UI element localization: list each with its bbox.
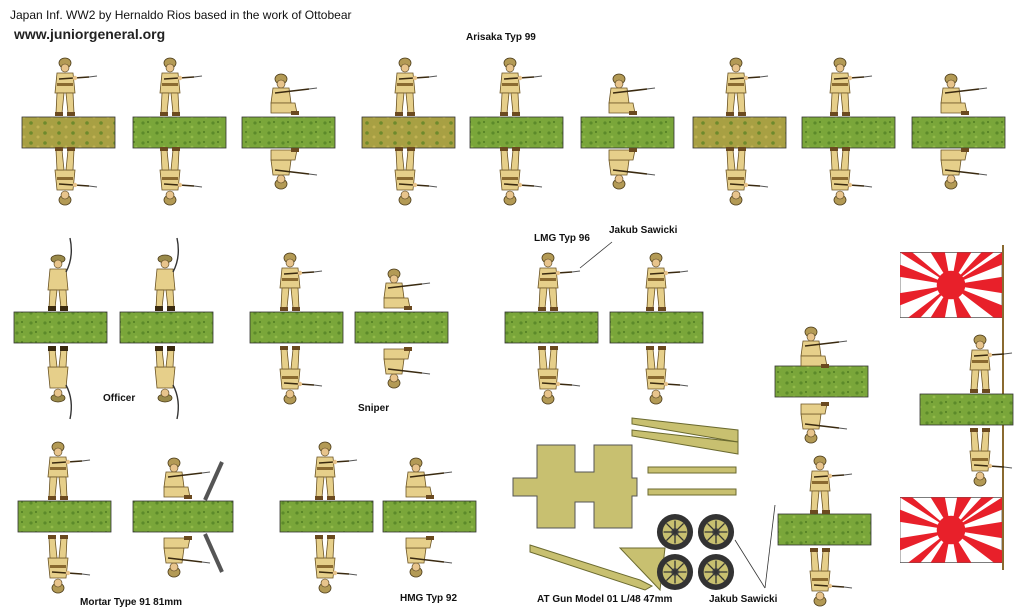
label-arisaka: Arisaka Typ 99 bbox=[466, 32, 536, 43]
label-sniper: Sniper bbox=[358, 403, 390, 414]
mortar-group bbox=[17, 441, 234, 594]
rising-sun-flag-bottom bbox=[900, 497, 1002, 563]
hmg-group bbox=[279, 441, 477, 594]
sheet-title: Japan Inf. WW2 by Hernaldo Rios based in… bbox=[10, 8, 352, 22]
arisaka-row bbox=[21, 57, 1006, 206]
site-url[interactable]: www.juniorgeneral.org bbox=[14, 26, 166, 42]
label-jakub-top: Jakub Sawicki bbox=[609, 225, 678, 236]
officer-group bbox=[13, 237, 214, 420]
label-lmg: LMG Typ 96 bbox=[534, 233, 590, 244]
flag-group bbox=[900, 245, 1014, 570]
label-jakub-bottom: Jakub Sawicki bbox=[709, 594, 778, 605]
label-officer: Officer bbox=[103, 393, 136, 404]
at-gun-group bbox=[512, 417, 776, 592]
label-at-gun: AT Gun Model 01 L/48 47mm bbox=[537, 594, 673, 605]
rising-sun-flag-top bbox=[900, 252, 1002, 318]
label-mortar: Mortar Type 91 81mm bbox=[80, 597, 183, 608]
sniper-group bbox=[249, 252, 449, 405]
label-hmg: HMG Typ 92 bbox=[400, 593, 458, 604]
ammo-bearer-group bbox=[774, 326, 872, 607]
lmg-group bbox=[504, 241, 704, 405]
